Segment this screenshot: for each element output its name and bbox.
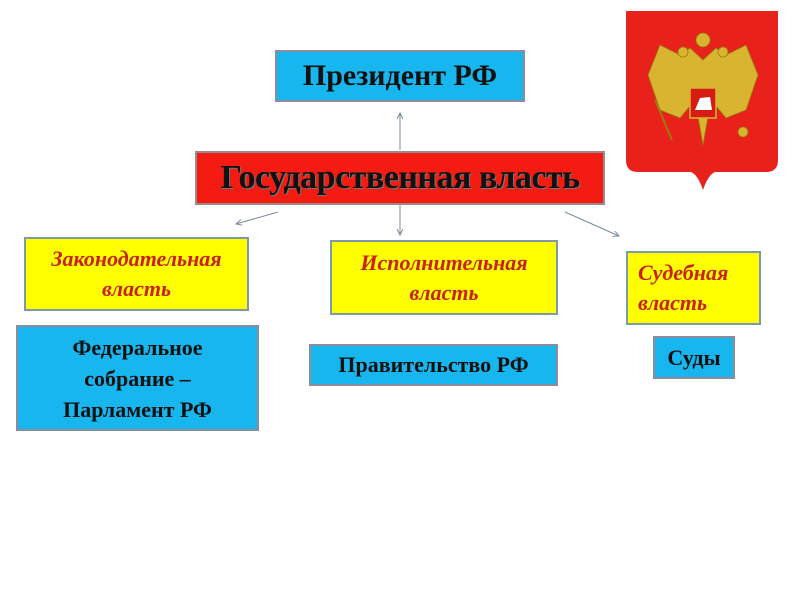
branch-title-line1: Исполнительная bbox=[360, 249, 528, 275]
branch-title-line2: власть bbox=[409, 279, 479, 305]
branch-legislative: Законодательная власть bbox=[24, 237, 249, 311]
branch-judicial: Судебная власть bbox=[626, 251, 761, 325]
body-line: собрание – bbox=[84, 365, 191, 391]
arrow-to-judicial bbox=[564, 211, 619, 236]
state-power-box: Государственная власть bbox=[195, 151, 605, 205]
body-government: Правительство РФ bbox=[309, 344, 558, 386]
body-courts: Суды bbox=[653, 336, 735, 379]
body-line: Парламент РФ bbox=[63, 396, 212, 422]
body-federal-assembly: Федеральное собрание – Парламент РФ bbox=[16, 325, 259, 431]
branch-title-line1: Судебная bbox=[638, 260, 729, 285]
body-line: Правительство РФ bbox=[338, 352, 529, 377]
branch-title-line1: Законодательная bbox=[51, 246, 222, 271]
body-line: Федеральное bbox=[72, 334, 203, 360]
body-line: Суды bbox=[667, 344, 721, 370]
branch-title-line2: власть bbox=[101, 276, 172, 301]
arrow-to-legislative bbox=[236, 211, 279, 224]
president-box: Президент РФ bbox=[275, 50, 525, 102]
branch-executive: Исполнительная власть bbox=[330, 240, 558, 315]
branch-title-line2: власть bbox=[638, 290, 708, 315]
